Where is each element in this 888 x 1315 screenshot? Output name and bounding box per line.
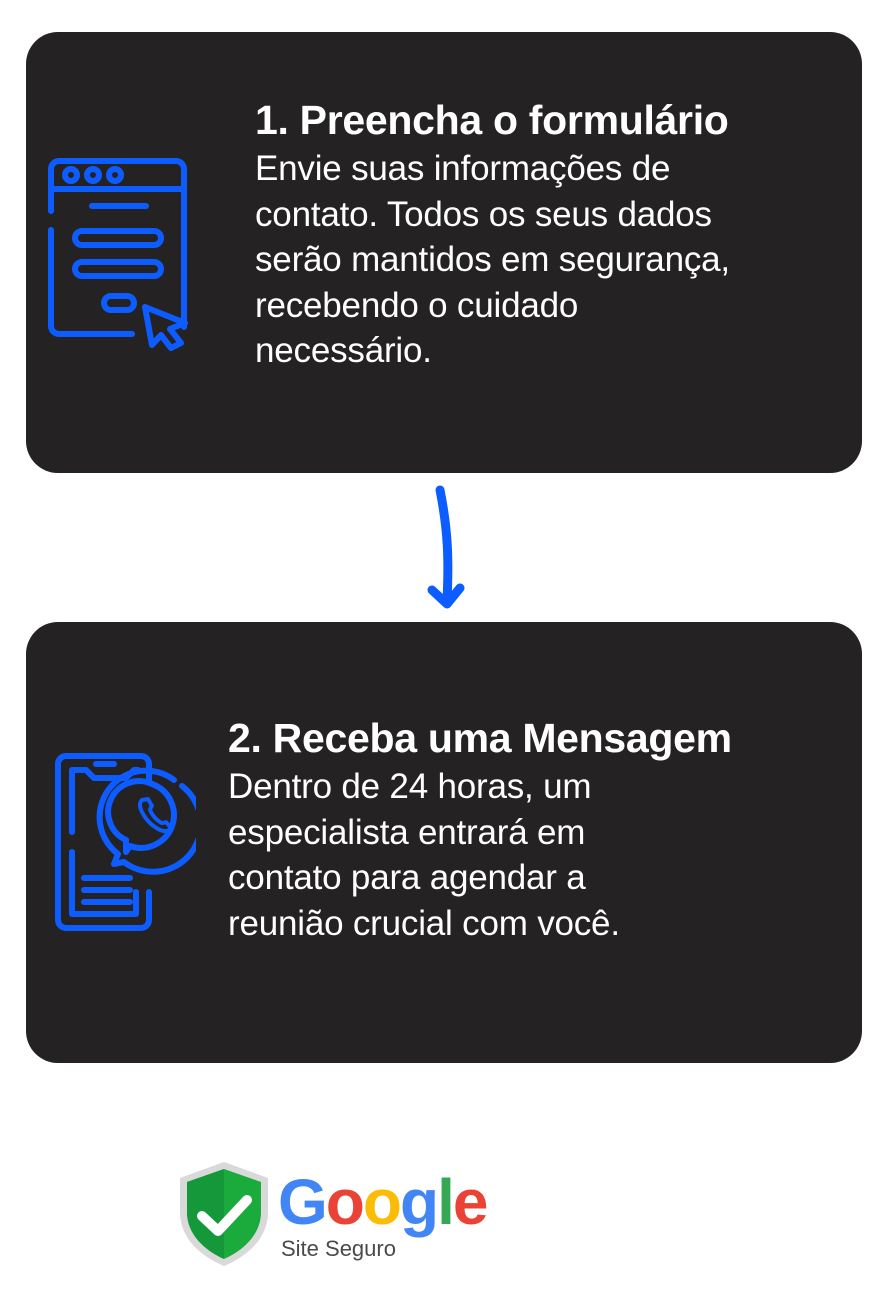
- logo-letter: l: [437, 1166, 455, 1238]
- logo-letter: G: [278, 1166, 328, 1238]
- phone-whatsapp-icon: [55, 753, 196, 931]
- google-logo: Google: [278, 1166, 489, 1238]
- step-card-2: 2. Receba uma Mensagem Dentro de 24 hora…: [26, 622, 862, 1063]
- step-card-1: 1. Preencha o formulário Envie suas info…: [26, 32, 862, 473]
- logo-letter: g: [399, 1166, 439, 1238]
- step-description: Dentro de 24 horas, um especialista entr…: [228, 767, 620, 943]
- step-description: Envie suas informações de contato. Todos…: [255, 149, 730, 370]
- step-title: 1. Preencha o formulário: [255, 97, 729, 143]
- shield-check-icon: [180, 1162, 268, 1266]
- logo-letter: o: [362, 1166, 402, 1238]
- logo-letter: e: [452, 1166, 489, 1238]
- badge-subtitle: Site Seguro: [281, 1236, 396, 1261]
- step-title: 2. Receba uma Mensagem: [228, 715, 732, 761]
- google-safe-site-badge: Google Site Seguro: [178, 1160, 489, 1270]
- arrow-down-icon: [427, 485, 465, 609]
- web-form-cursor-icon: [48, 158, 188, 351]
- logo-letter: o: [325, 1166, 365, 1238]
